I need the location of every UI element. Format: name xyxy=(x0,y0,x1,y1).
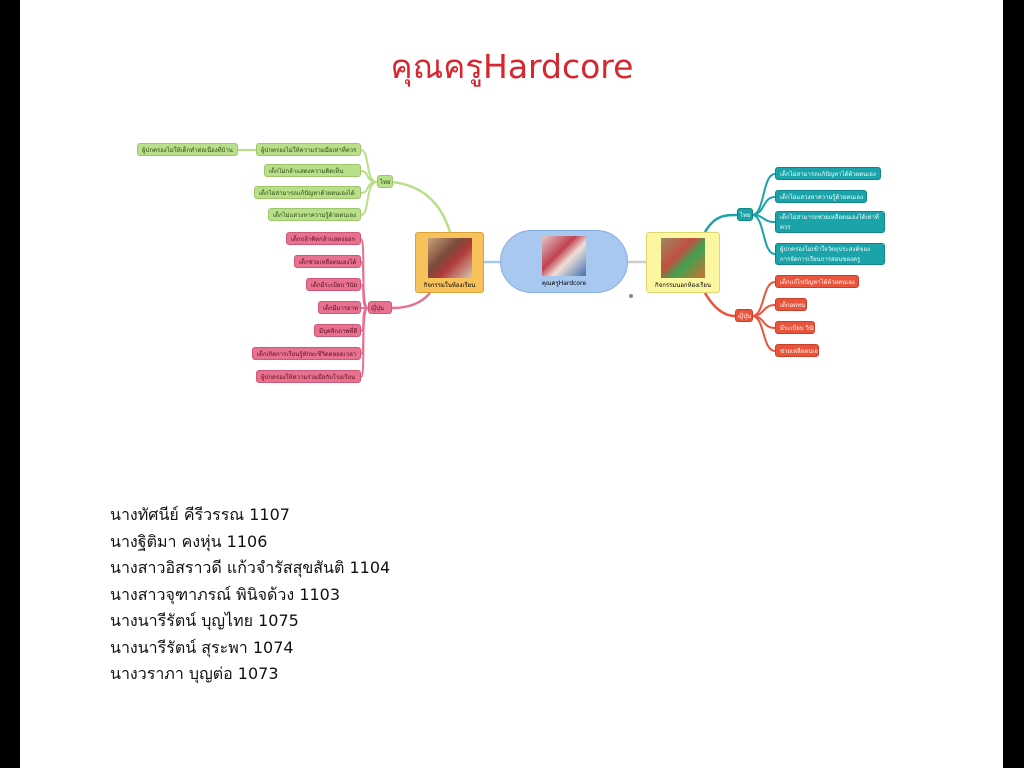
node-japan-item[interactable]: มีระเบียบ วินัย xyxy=(775,321,815,334)
node-out-class-label: กิจกรรมนอกห้องเรียน xyxy=(655,282,711,289)
node-japan[interactable]: ญี่ปุ่น xyxy=(368,301,392,314)
node-thai-item[interactable]: เด็กไม่แสวงหาความรู้ด้วยตนเอง xyxy=(268,208,361,221)
node-japan-item[interactable]: เด็กมีระเบียบ วินัย xyxy=(306,278,361,291)
member-name: นางนารีรัตน์ สุระพา 1074 xyxy=(110,637,294,657)
node-thai-item[interactable]: ผู้ปกครองไม่ให้ความร่วมมือเท่าที่ควร xyxy=(256,143,361,156)
activity-photo xyxy=(661,238,705,278)
node-center[interactable]: คุณครูHardcore xyxy=(500,230,628,293)
member-name: นางทัศนีย์ คีรีวรรณ 1107 xyxy=(110,505,290,524)
node-japan-item[interactable]: เด็กอดทน xyxy=(775,298,807,311)
node-thai[interactable]: ไทย xyxy=(737,208,753,221)
node-center-label: คุณครูHardcore xyxy=(541,280,587,287)
node-japan-item[interactable]: เด็กเกิดการเรียนรู้ทักษะชีวิตตลอดเวลา xyxy=(252,347,361,360)
connector xyxy=(391,180,452,233)
node-japan-item[interactable]: มีบุคลิกภาพที่ดี xyxy=(314,324,361,337)
node-japan-item[interactable]: เด็กมีมารยาท xyxy=(318,301,361,314)
member-name: นางสาวอิสราวดี แก้วจำรัสสุขสันติ 1104 xyxy=(110,558,391,577)
slide-title: คุณครูHardcore xyxy=(390,47,634,86)
node-japan-item[interactable]: เด็กช่วยเหลือตนเองได้ xyxy=(294,255,361,268)
node-thai[interactable]: ไทย xyxy=(377,175,393,188)
member-name: นางฐิติมา คงหุ่น 1106 xyxy=(110,531,268,551)
member-name: นางนารีรัตน์ บุญไทย 1075 xyxy=(110,611,299,630)
center-photo xyxy=(542,236,586,276)
node-thai-item[interactable]: เด็กไม่กล้าแสดงความคิดเห็น xyxy=(264,164,361,177)
node-thai-item[interactable]: เด็กไม่แสวงหาความรู้ด้วยตนเอง xyxy=(775,190,867,203)
node-in-class-label: กิจกรรมในห้องเรียน xyxy=(423,282,476,289)
node-japan-item[interactable]: ช่วยเหลือตนเอง xyxy=(775,344,819,357)
node-thai-item[interactable]: เด็กไม่สามารถช่วยเหลือตนเองได้เท่าที่ควร xyxy=(775,211,885,233)
slide xyxy=(20,0,1003,768)
member-name: นางสาวจุฑาภรณ์ พินิจด้วง 1103 xyxy=(110,584,341,604)
node-japan-item[interactable]: เด็กแก้ไขปัญหาได้ด้วยตนเอง xyxy=(775,275,859,288)
member-list: นางทัศนีย์ คีรีวรรณ 1107 นางฐิติมา คงหุ่… xyxy=(110,502,390,688)
node-thai-item[interactable]: เด็กไม่สามารถแก้ปัญหาด้วยตนเองได้ xyxy=(254,186,361,199)
node-japan[interactable]: ญี่ปุ่น xyxy=(735,309,753,322)
node-out-class[interactable]: กิจกรรมนอกห้องเรียน xyxy=(646,232,720,293)
node-thai-sub[interactable]: ผู้ปกครองไม่ให้เด็กทำต่อเนื่องที่บ้าน xyxy=(137,143,238,156)
node-thai-item[interactable]: ผู้ปกครองไม่เข้าใจวัตถุประสงค์ของการจัดก… xyxy=(775,243,885,265)
node-thai-item[interactable]: เด็กไม่สามารถแก้ปัญหาได้ด้วยตนเอง xyxy=(775,167,881,180)
activity-photo xyxy=(427,238,472,278)
node-japan-item[interactable]: ผู้ปกครองให้ความร่วมมือกับโรงเรียน xyxy=(256,370,361,383)
member-name: นางวราภา บุญต่อ 1073 xyxy=(110,664,279,683)
node-japan-item[interactable]: เด็กกล้าคิดกล้าแสดงออก xyxy=(286,232,361,245)
node-in-class[interactable]: กิจกรรมในห้องเรียน xyxy=(415,232,484,293)
